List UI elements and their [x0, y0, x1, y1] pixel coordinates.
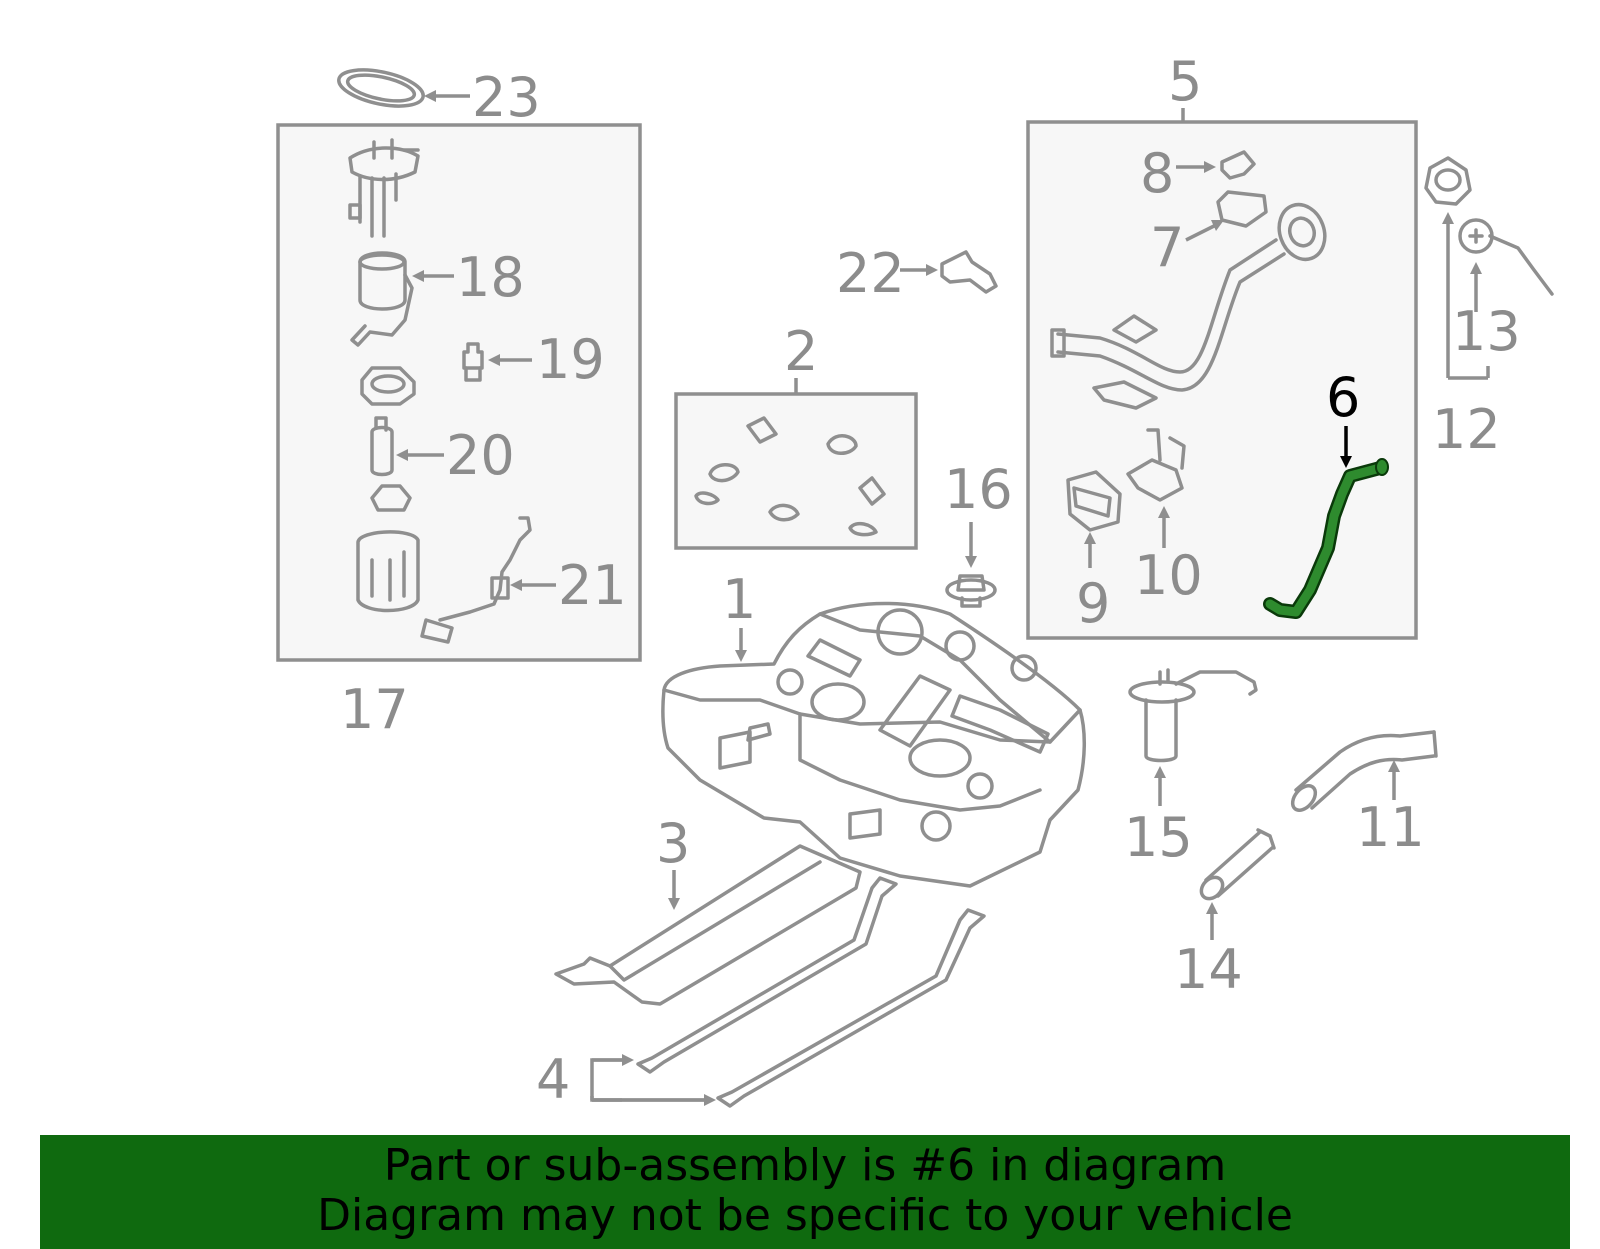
part-20-pump-motor[interactable] — [370, 416, 394, 477]
group-box-2 — [674, 392, 918, 550]
part-18-pump-housing[interactable] — [350, 251, 414, 347]
part-19-valve[interactable] — [462, 342, 484, 382]
callout-18: 18 — [456, 246, 525, 309]
callout-2: 2 — [784, 320, 818, 383]
part-12-fuel-cap[interactable] — [1424, 156, 1472, 206]
part-13-tether[interactable] — [1458, 218, 1554, 296]
callout-14: 14 — [1174, 938, 1243, 1001]
group-box-17 — [276, 123, 642, 662]
callout-23: 23 — [472, 66, 541, 129]
part-17-reservoir[interactable] — [356, 484, 420, 613]
callout-17: 17 — [340, 678, 409, 741]
callout-22: 22 — [836, 242, 905, 305]
part-21-level-sender[interactable] — [420, 516, 532, 644]
callout-13: 13 — [1452, 300, 1521, 363]
callout-11: 11 — [1356, 796, 1425, 859]
banner-line-2: Diagram may not be specific to your vehi… — [317, 1190, 1293, 1241]
part-2-pads[interactable] — [694, 416, 886, 537]
part-5-filler-neck[interactable] — [1050, 198, 1332, 410]
callout-1: 1 — [722, 568, 756, 631]
callout-19: 19 — [536, 328, 605, 391]
info-banner: Part or sub-assembly is #6 in diagram Di… — [40, 1135, 1570, 1249]
callout-6: 6 — [1326, 366, 1360, 429]
callout-10: 10 — [1134, 544, 1203, 607]
part-23-gasket[interactable] — [336, 63, 427, 112]
part-4-straps[interactable] — [636, 876, 986, 1108]
part-3-heat-shield[interactable] — [554, 844, 862, 1006]
group-box-5 — [1026, 120, 1418, 640]
callout-5: 5 — [1168, 50, 1202, 113]
callout-4: 4 — [536, 1048, 570, 1111]
banner-line-1: Part or sub-assembly is #6 in diagram — [383, 1140, 1227, 1191]
part-8-clip[interactable] — [1220, 150, 1256, 180]
callout-7: 7 — [1150, 216, 1184, 279]
callout-8: 8 — [1140, 142, 1174, 205]
part-17-pump-module[interactable] — [348, 138, 420, 238]
callout-16: 16 — [944, 458, 1013, 521]
part-10-bracket[interactable] — [1126, 428, 1186, 502]
part-1-fuel-tank[interactable] — [661, 601, 1086, 888]
callout-21: 21 — [558, 554, 627, 617]
part-15-sender-unit[interactable] — [1128, 668, 1258, 763]
callout-12: 12 — [1432, 398, 1501, 461]
callout-9: 9 — [1076, 572, 1110, 635]
part-6-breather-hose[interactable] — [1263, 458, 1389, 619]
callout-15: 15 — [1124, 806, 1193, 869]
part-22-bracket[interactable] — [940, 250, 998, 294]
part-14-tube[interactable] — [1197, 828, 1276, 903]
part-17-holder[interactable] — [360, 366, 416, 406]
callout-3: 3 — [656, 812, 690, 875]
part-16-grommet[interactable] — [945, 574, 997, 608]
callout-20: 20 — [446, 424, 515, 487]
part-9-canister[interactable] — [1066, 470, 1122, 532]
part-11-hose[interactable] — [1288, 730, 1438, 815]
